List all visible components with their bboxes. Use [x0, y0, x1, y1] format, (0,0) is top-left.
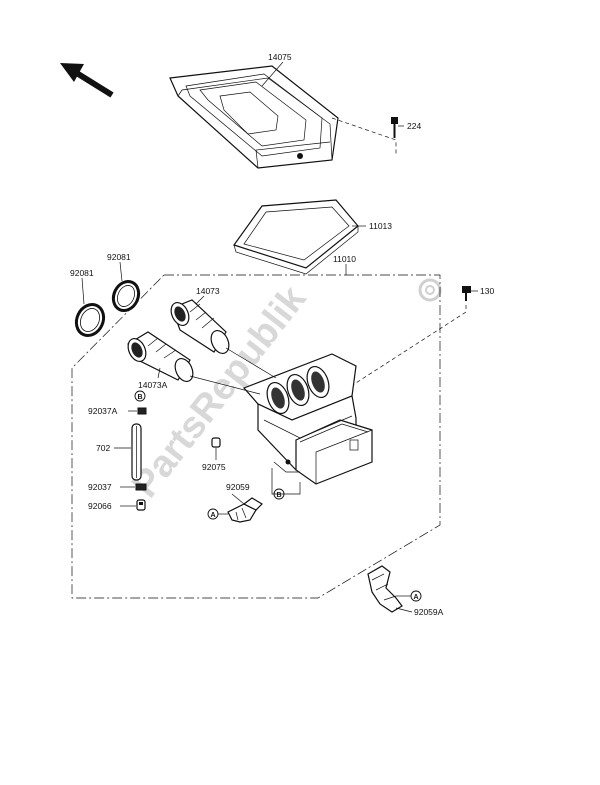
label-11010: 11010 — [333, 254, 356, 264]
label-702: 702 — [96, 443, 110, 453]
air-cleaner-housing — [242, 353, 373, 485]
duct-lower — [127, 331, 194, 382]
label-14075: 14075 — [268, 52, 292, 62]
leader-cover-screw — [331, 117, 397, 154]
direction-arrow-icon — [60, 63, 114, 98]
label-92059: 92059 — [226, 482, 250, 492]
pipe — [131, 423, 142, 481]
screw — [391, 117, 398, 138]
leader-duct-lower-housing — [189, 375, 261, 395]
callout-a-lower: A — [410, 590, 422, 602]
leader-bolt-housing — [344, 305, 467, 391]
label-14073: 14073 — [196, 286, 220, 296]
gear-icon — [418, 278, 442, 302]
label-92066: 92066 — [88, 501, 112, 511]
clamp — [135, 483, 147, 491]
plug — [136, 499, 146, 511]
leader-92081-left — [81, 277, 85, 305]
label-92081-left: 92081 — [70, 268, 94, 278]
leader-14073 — [195, 295, 205, 305]
air-cleaner-cover — [169, 65, 339, 169]
assembly-boundary — [71, 274, 441, 599]
label-92081-right: 92081 — [107, 252, 131, 262]
clamp-a — [137, 407, 147, 415]
label-92037: 92037 — [88, 482, 112, 492]
label-224: 224 — [407, 121, 421, 131]
label-92075: 92075 — [202, 462, 226, 472]
hose-a — [367, 565, 403, 613]
bolt — [462, 286, 471, 301]
callout-b-upper: B — [134, 390, 146, 402]
filter-element — [233, 199, 359, 275]
callout-a-lower-text: A — [414, 594, 419, 601]
label-92037A: 92037A — [88, 406, 118, 416]
leader-14073A — [157, 367, 161, 379]
leader-housing-b — [271, 468, 301, 495]
label-11013: 11013 — [369, 221, 392, 231]
leader-14075 — [261, 61, 284, 87]
o-ring-left — [74, 302, 106, 338]
cap — [211, 437, 221, 448]
callout-b-lower: B — [273, 488, 285, 500]
label-14073A: 14073A — [138, 380, 168, 390]
duct-upper — [170, 299, 230, 354]
callout-b-lower-text: B — [277, 492, 282, 499]
callout-a-upper-text: A — [211, 512, 216, 519]
hose — [227, 497, 263, 523]
callout-a-upper: A — [207, 508, 219, 520]
leader-92081-right — [119, 261, 123, 282]
label-92059A: 92059A — [414, 607, 444, 617]
callout-b-upper-text: B — [138, 394, 143, 401]
o-ring-right — [111, 279, 141, 313]
leader-92059 — [231, 493, 245, 505]
label-130: 130 — [480, 286, 494, 296]
leader-duct-upper-housing — [225, 347, 277, 379]
leader-92059A — [395, 607, 413, 613]
